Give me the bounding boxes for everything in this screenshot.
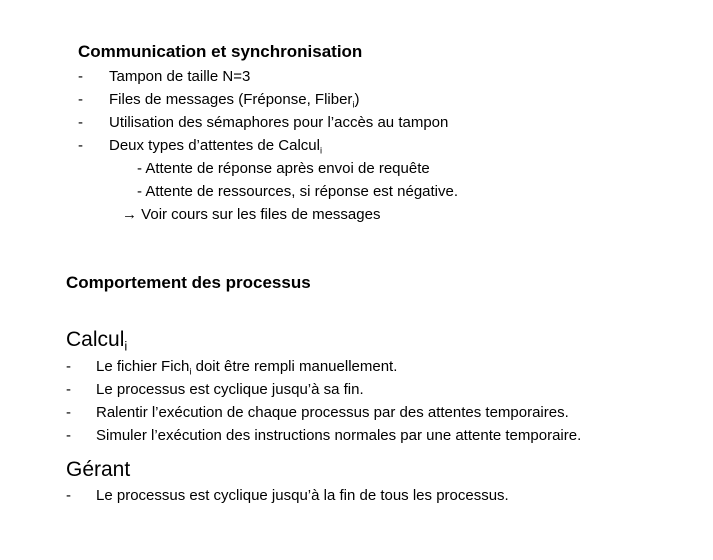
bullet-gerant-cyclique: Le processus est cyclique jusqu’à la fin… <box>96 487 509 504</box>
sub-line-attente-ressources: - Attente de ressources, si réponse est … <box>137 183 459 200</box>
section-title-communication: Communication et synchronisation <box>78 42 363 61</box>
bullet-files-messages: Files de messages (Fréponse, Fliberi) <box>109 91 360 109</box>
bullet-files-messages-text: Files de messages (Fréponse, Fliber <box>109 91 353 108</box>
bullet-files-messages-after: ) <box>354 91 360 108</box>
subscript: i <box>352 99 355 110</box>
bullet-tampon: Tampon de taille N=3 <box>109 68 251 85</box>
bullet-dash: - <box>66 487 71 504</box>
bullet-deux-types-text: Deux types d’attentes de Calcul <box>109 137 320 154</box>
bullet-simuler: Simuler l’exécution des instructions nor… <box>96 427 582 444</box>
bullet-dash: - <box>78 137 83 154</box>
bullet-dash: - <box>66 404 71 421</box>
bullet-dash: - <box>66 381 71 398</box>
bullet-dash: - <box>78 91 83 108</box>
sub-line-attente-reponse: - Attente de réponse après envoi de requ… <box>137 160 430 177</box>
gerant-title: Gérant <box>66 458 131 481</box>
bullet-deux-types: Deux types d’attentes de Calculi <box>109 137 322 155</box>
calcul-title-text: Calcul <box>66 328 125 351</box>
subscript: i <box>319 145 323 156</box>
arrow-text: Voir cours sur les files de messages <box>141 206 381 223</box>
bullet-dash: - <box>78 68 83 85</box>
bullet-dash: - <box>66 358 71 375</box>
section-title-comportement: Comportement des processus <box>66 273 311 292</box>
bullet-dash: - <box>66 427 71 444</box>
arrow-line: → Voir cours sur les files de messages <box>122 206 380 224</box>
bullet-ralentir: Ralentir l’exécution de chaque processus… <box>96 404 569 421</box>
bullet-fichier: Le fichier Fichi doit être rempli manuel… <box>96 358 397 376</box>
bullet-cyclique: Le processus est cyclique jusqu’à sa fin… <box>96 381 364 398</box>
arrow-icon: → <box>122 206 137 223</box>
bullet-fichier-text: Le fichier Fich <box>96 358 190 375</box>
bullet-fichier-after: doit être rempli manuellement. <box>191 358 398 375</box>
bullet-semaphores: Utilisation des sémaphores pour l’accès … <box>109 114 449 131</box>
bullet-dash: - <box>78 114 83 131</box>
calcul-title: Calculi <box>66 328 128 354</box>
subscript: i <box>124 338 128 354</box>
subscript: i <box>189 366 192 377</box>
